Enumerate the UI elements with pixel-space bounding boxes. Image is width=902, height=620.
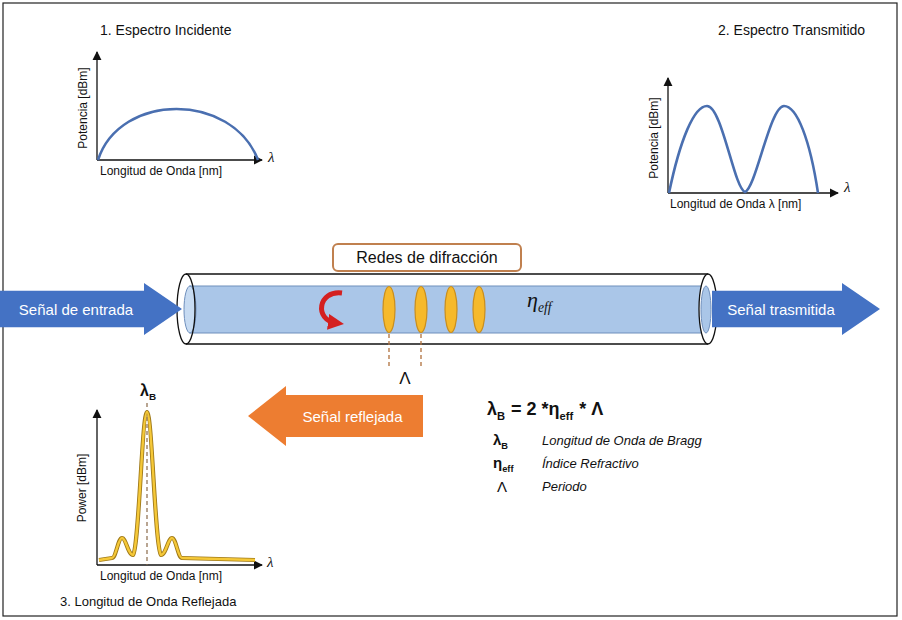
incident-chart <box>97 52 262 160</box>
node-text: Señal de entrada <box>19 301 133 318</box>
label-group: Índice Refractivo <box>542 457 639 472</box>
bragg-subscript: B <box>149 391 156 402</box>
formula-subscript: eff <box>560 410 574 422</box>
label-group: Longitud de Onda [nm] <box>100 165 222 179</box>
label-group: Λ <box>399 369 410 389</box>
axis-label: Longitud de Onda [nm] <box>100 164 222 178</box>
label-group: Potencia [dBm] <box>648 97 662 178</box>
axis-symbol: λ <box>844 179 851 195</box>
label-group: Periodo <box>542 480 587 495</box>
transmitted-chart <box>668 78 838 193</box>
label-group: λB <box>140 382 156 403</box>
axis-label: Longitud de Onda λ [nm] <box>670 197 801 211</box>
legend-text: Longitud de Onda de Bragg <box>542 433 702 448</box>
axis-label: Longitud de Onda [nm] <box>100 569 222 583</box>
label-group: ηeff <box>527 287 552 316</box>
input-signal-arrow: Señal de entrada <box>0 283 182 335</box>
axis-label: Potencia [dBm] <box>76 67 90 148</box>
reflected-chart <box>97 403 262 565</box>
legend-subscript: eff <box>502 464 513 474</box>
formula-text: = 2 * <box>511 399 549 419</box>
label-group: ηeff <box>493 454 514 475</box>
legend-text: Periodo <box>542 479 587 494</box>
axis-label: Power [dBm] <box>75 454 89 523</box>
formula-symbol: η <box>549 399 560 419</box>
reflection-arrow <box>322 293 342 323</box>
node-text: Señal trasmitida <box>727 301 835 318</box>
bragg-symbol: λ <box>140 382 149 399</box>
label-group: λ <box>268 149 275 166</box>
period-symbol: Λ <box>399 369 410 388</box>
label-group: 1. Espectro Incidente <box>100 22 232 38</box>
grating-label-box: Redes de difracción <box>332 243 522 272</box>
label-group: λ <box>844 179 851 196</box>
transmitted-signal-arrow: Señal trasmitida <box>712 283 880 335</box>
legend-text: Índice Refractivo <box>542 456 639 471</box>
legend-subscript: B <box>501 441 508 451</box>
formula-subscript: B <box>497 410 505 422</box>
chart-title: 1. Espectro Incidente <box>100 22 232 38</box>
index-subscript: eff <box>538 301 552 316</box>
node-text: Redes de difracción <box>356 249 497 267</box>
label-group: λ <box>267 554 274 571</box>
label-group: Potencia [dBm] <box>77 67 91 148</box>
grating-planes <box>383 287 485 333</box>
label-group: 3. Longitud de Onda Reflejada <box>60 595 236 610</box>
label-group: λB = 2 *ηeff * Λ <box>487 399 603 422</box>
axis-symbol: λ <box>267 554 274 570</box>
axis-symbol: λ <box>268 149 275 165</box>
formula-text: * Λ <box>579 399 603 419</box>
chart-title: 3. Longitud de Onda Reflejada <box>60 594 236 609</box>
period-markers <box>389 334 421 366</box>
label-group: Longitud de Onda [nm] <box>100 570 222 584</box>
reflected-signal-arrow: Señal reflejada <box>248 386 423 446</box>
optical-fiber <box>177 274 717 344</box>
legend-symbol: λ <box>493 431 501 448</box>
label-group: Λ <box>497 478 507 495</box>
index-symbol: η <box>527 287 538 312</box>
legend-symbol: η <box>493 454 502 471</box>
legend-symbol: Λ <box>497 478 507 495</box>
chart-title: 2. Espectro Transmitido <box>718 22 865 38</box>
axis-label: Potencia [dBm] <box>647 97 661 178</box>
label-group: Longitud de Onda de Bragg <box>542 434 702 449</box>
label-group: Longitud de Onda λ [nm] <box>670 198 801 212</box>
label-group: λB <box>493 431 508 452</box>
label-group: Power [dBm] <box>76 454 90 523</box>
formula-symbol: λ <box>487 399 497 419</box>
label-group: 2. Espectro Transmitido <box>718 22 865 38</box>
node-text: Señal reflejada <box>302 408 402 425</box>
